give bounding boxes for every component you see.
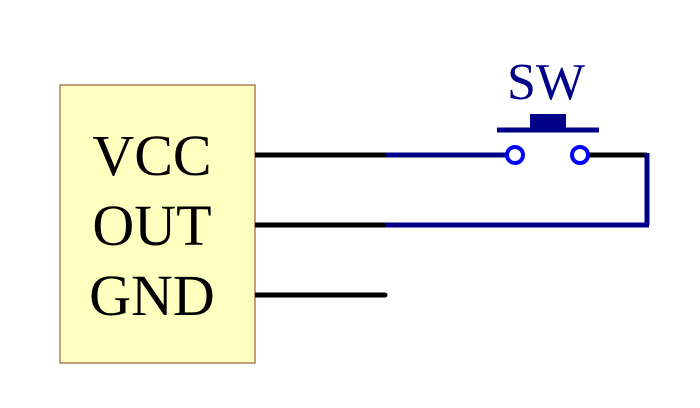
pin-label-gnd: GND [89, 263, 215, 328]
pin-label-vcc: VCC [92, 123, 211, 188]
switch-button-cap [530, 114, 566, 128]
switch-label: SW [507, 54, 585, 111]
wire-gnd-end [382, 292, 388, 298]
component-box [59, 84, 256, 364]
switch-pin-right [570, 145, 590, 165]
pin-label-out: OUT [92, 193, 211, 258]
switch-pin-left [505, 145, 525, 165]
